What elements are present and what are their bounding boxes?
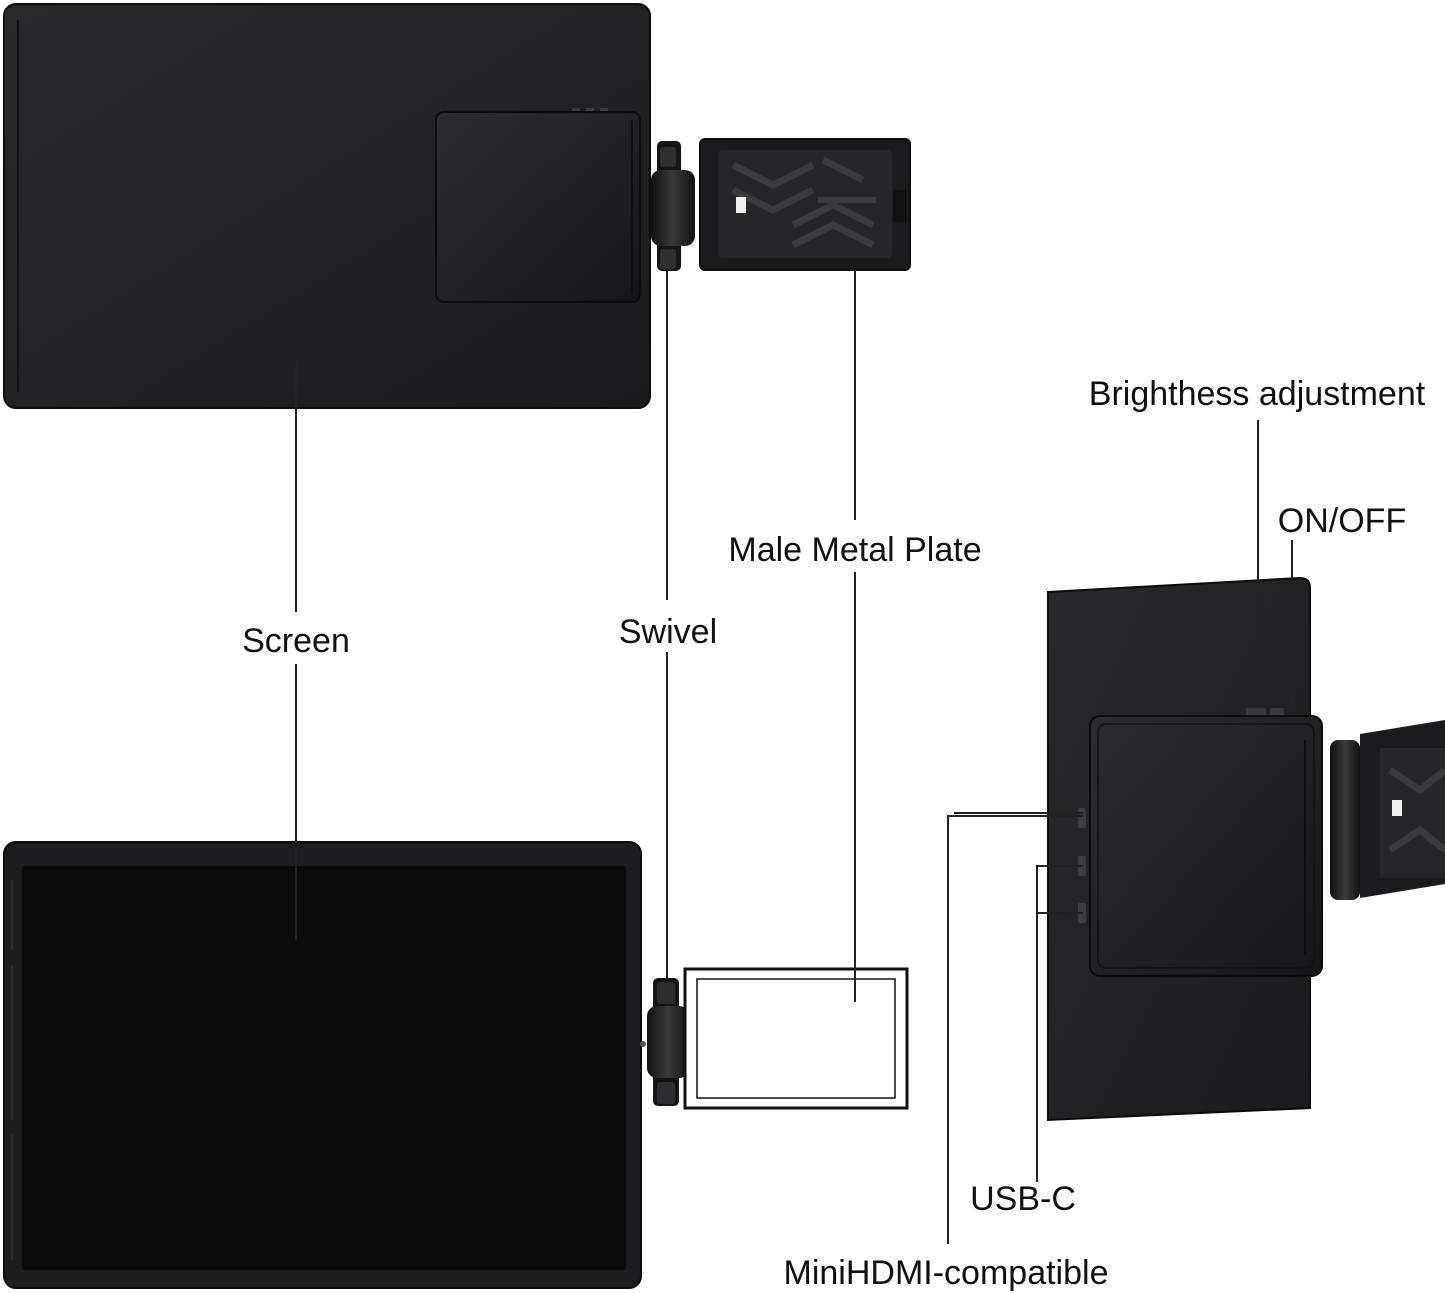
monitor-back-panel — [3, 3, 651, 409]
label-on-off: ON/OFF — [1278, 502, 1406, 540]
label-mini-hdmi: MiniHDMI-compatible — [784, 1254, 1109, 1292]
hinge-icon — [1330, 740, 1360, 900]
monitor-side-detail — [1047, 576, 1445, 1122]
label-brightness-adjustment: Brighthess adjustment — [1089, 375, 1426, 413]
label-screen: Screen — [242, 622, 350, 660]
label-usb-c: USB-C — [970, 1180, 1076, 1218]
label-male-metal-plate: Male Metal Plate — [728, 531, 981, 569]
side-mount-plate — [1089, 715, 1323, 977]
top-edge-ports — [572, 108, 608, 111]
bracket-plate-icon — [1360, 720, 1445, 898]
labels: Screen Swivel Male Metal Plate Brighthes… — [242, 375, 1426, 1292]
monitor-front-view — [3, 841, 909, 1289]
bracket-plate-icon — [699, 138, 911, 271]
label-swivel: Swivel — [619, 613, 717, 651]
monitor-back-view — [3, 3, 911, 409]
monitor-screen-glass — [22, 866, 626, 1270]
hinge-icon — [640, 978, 689, 1106]
hinge-icon — [651, 141, 695, 271]
leader-lines — [295, 270, 1293, 1244]
rear-mount-plate — [435, 111, 641, 303]
